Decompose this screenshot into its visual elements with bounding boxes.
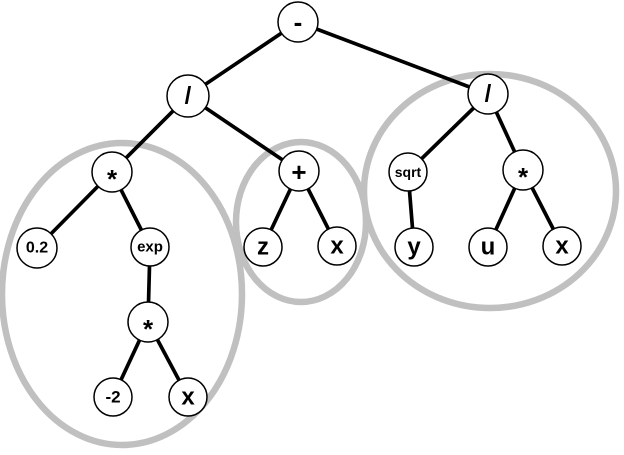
tree-node-neg2: -2 <box>93 377 133 417</box>
tree-node-x_right: x <box>542 226 582 266</box>
tree-node-z: z <box>243 227 283 267</box>
tree-node-y: y <box>394 227 434 267</box>
node-circle <box>166 74 210 118</box>
node-label: / <box>185 83 192 110</box>
node-label: x <box>330 233 344 260</box>
node-circle <box>278 150 320 192</box>
node-label: + <box>291 157 306 187</box>
node-label: u <box>481 234 496 261</box>
tree-node-times_right: * <box>502 149 544 192</box>
node-circle <box>277 1 319 43</box>
node-circle <box>542 226 582 266</box>
node-circle <box>394 227 434 267</box>
node-label: - <box>294 7 303 37</box>
tree-node-x_inner: x <box>168 377 208 417</box>
node-label: * <box>518 162 529 192</box>
tree-edge-minus-div_left <box>186 20 300 98</box>
tree-node-sqrt: sqrt <box>388 152 428 192</box>
tree-node-minus: - <box>277 1 319 43</box>
tree-node-plus: + <box>278 150 320 192</box>
node-label: * <box>143 314 154 344</box>
node-label: -2 <box>105 388 120 407</box>
node-circle <box>243 227 283 267</box>
tree-node-num_02: 0.2 <box>16 227 58 269</box>
tree-node-times_inner: * <box>127 301 169 344</box>
tree-edge-div_left-plus <box>186 94 301 173</box>
node-circle <box>317 226 357 266</box>
node-label: x <box>181 384 195 411</box>
node-circle <box>467 73 509 115</box>
node-circle <box>468 227 508 267</box>
node-label: * <box>107 164 118 194</box>
node-label: y <box>407 234 421 261</box>
subtree-ellipse-left <box>0 139 246 449</box>
node-circle <box>168 377 208 417</box>
tree-node-x_mid: x <box>317 226 357 266</box>
node-circle <box>16 227 58 269</box>
tree-node-div_left: / <box>166 74 210 118</box>
node-circle <box>130 227 170 267</box>
tree-node-exp: exp <box>130 227 170 267</box>
node-label: / <box>485 81 492 108</box>
node-label: 0.2 <box>26 240 48 257</box>
tree-node-u: u <box>468 227 508 267</box>
node-label: sqrt <box>395 164 422 180</box>
node-circle <box>127 301 169 343</box>
node-label: z <box>257 234 269 261</box>
node-circle <box>388 152 428 192</box>
tree-edge-minus-div_right <box>297 20 489 96</box>
node-label: exp <box>137 239 163 256</box>
tree-node-times_left: * <box>91 151 133 194</box>
node-circle <box>502 149 544 191</box>
tree-node-div_right: / <box>467 73 509 115</box>
node-circle <box>91 151 133 193</box>
node-label: x <box>555 233 569 260</box>
node-circle <box>93 377 133 417</box>
